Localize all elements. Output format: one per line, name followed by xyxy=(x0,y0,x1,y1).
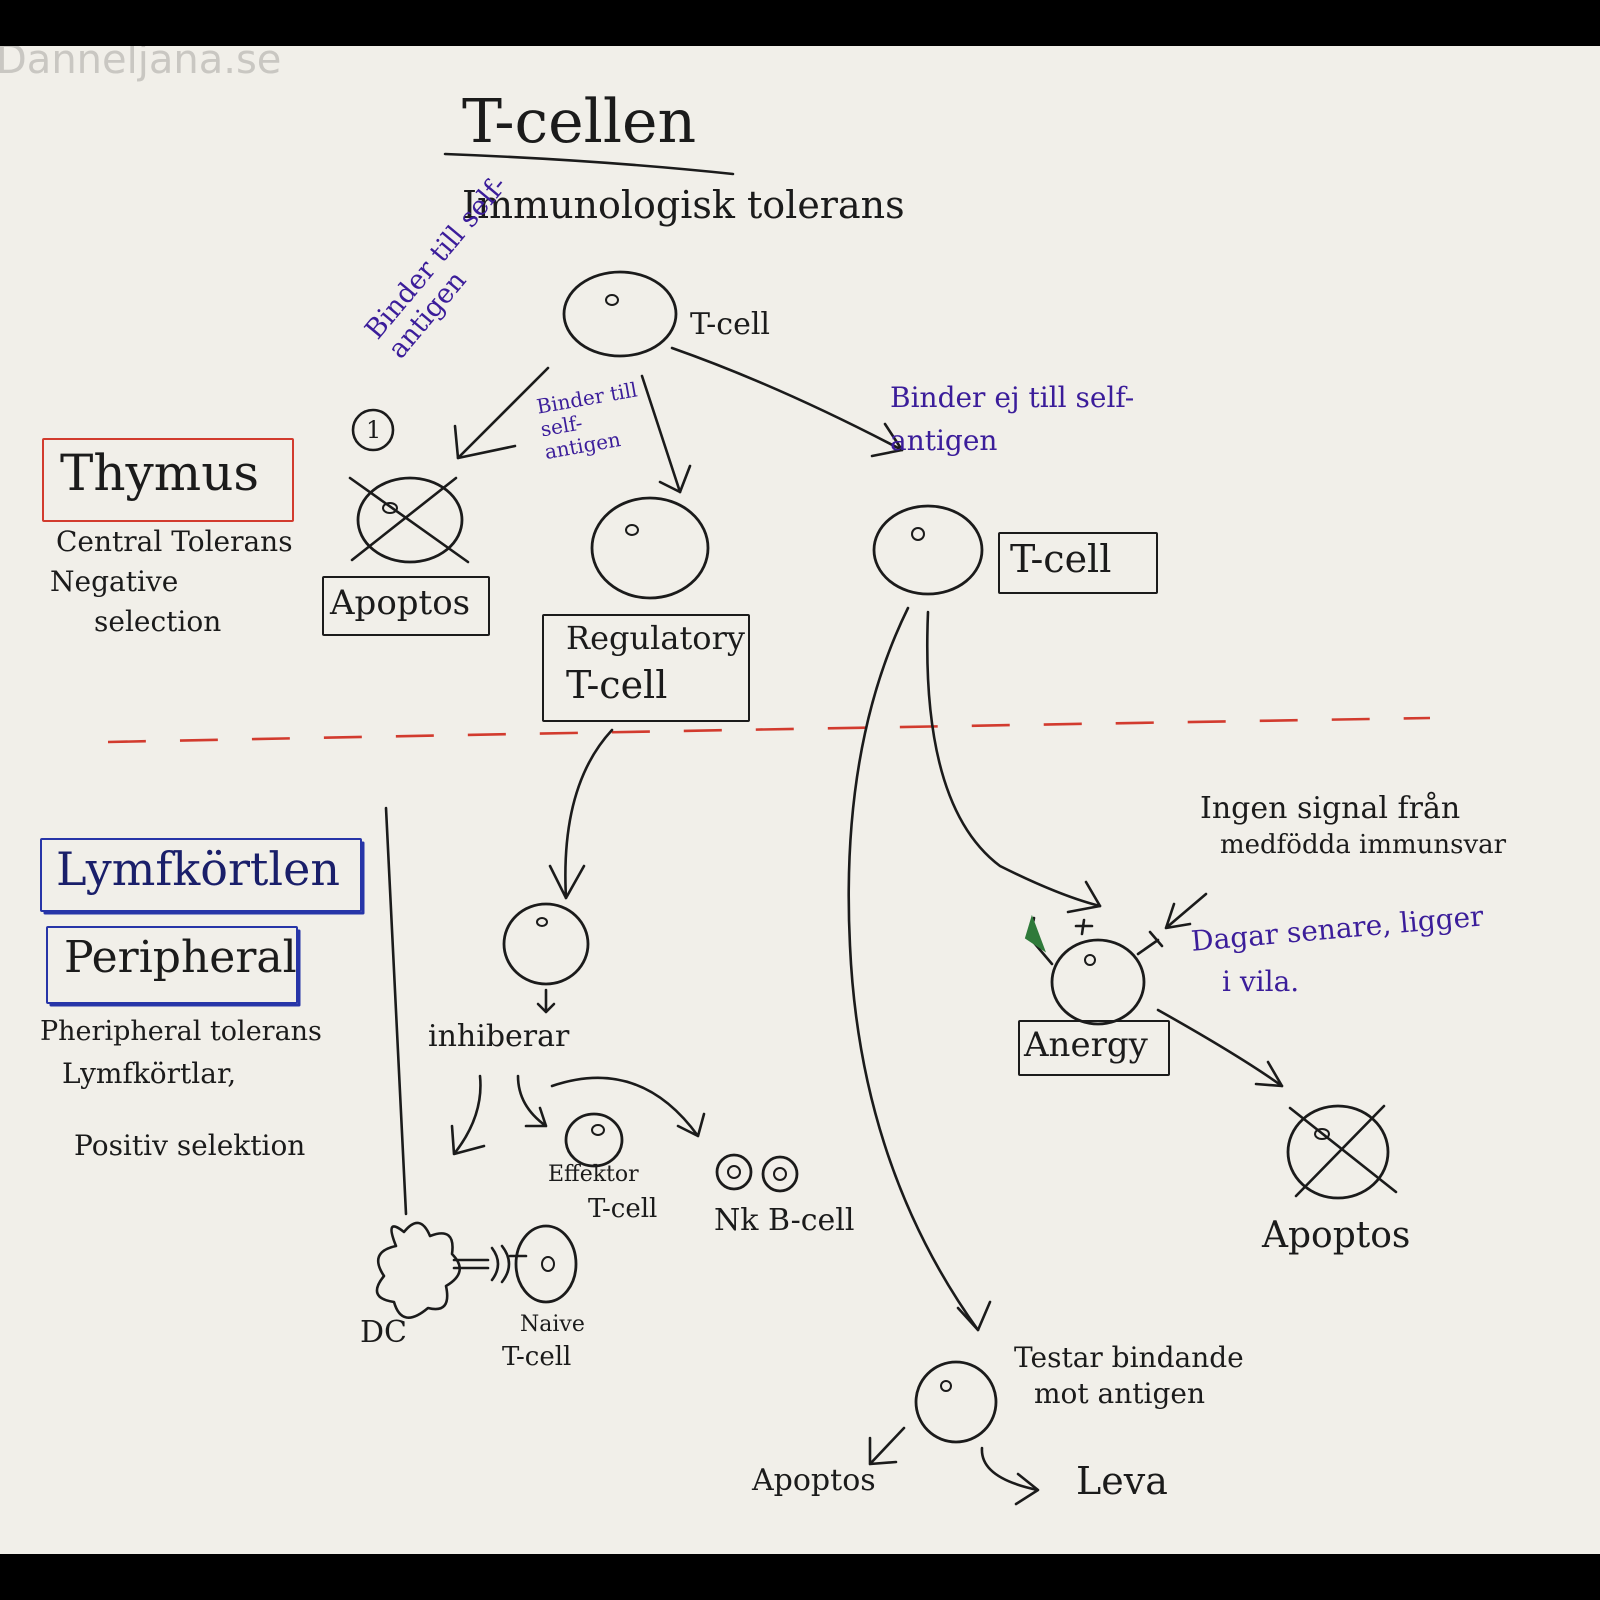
arrow-to-right-tcell xyxy=(670,346,904,458)
watermark: Danneljana.se xyxy=(0,46,282,83)
receptor-top xyxy=(1074,918,1094,936)
step-marker-circle xyxy=(351,408,395,452)
dashed-separator xyxy=(107,716,1431,744)
apoptos-box xyxy=(322,576,490,636)
step-marker: 1 xyxy=(366,416,382,444)
dc-binding xyxy=(452,1258,490,1270)
anergy-label: Anergy xyxy=(1024,1025,1148,1065)
thymus-note-1: Central Tolerans xyxy=(56,525,293,558)
peripheral-label: Peripheral xyxy=(64,932,297,983)
arrow-anergy-to-apoptos xyxy=(1156,1008,1284,1088)
whiteboard-paper: Danneljana.se T-cellen Immunologisk tole… xyxy=(0,46,1600,1554)
title-underline xyxy=(443,152,735,176)
branch-label-right: Binder ej till self-antigen xyxy=(890,381,1135,458)
testing-cell xyxy=(914,1360,998,1444)
arrow-to-testing-cell xyxy=(847,606,992,1332)
arrow-to-regulatory xyxy=(640,374,692,494)
regulatory-box xyxy=(542,614,750,722)
thymus-box xyxy=(42,438,294,522)
inhibitor-cell xyxy=(502,902,590,986)
thymus-note-2: Negative xyxy=(50,565,179,598)
b-cell xyxy=(761,1155,799,1193)
regulatory-box-line1: Regulatory xyxy=(566,619,745,657)
apoptos-right-label: Apoptos xyxy=(1262,1215,1411,1256)
test-note-2: mot antigen xyxy=(1034,1377,1206,1410)
bottom-apoptos-label: Apoptos xyxy=(752,1463,876,1498)
apoptos-cell xyxy=(356,476,464,564)
inhibit-arrow-right xyxy=(550,1076,706,1138)
nk-b-cell-label: Nk B-cell xyxy=(714,1203,855,1238)
diagram-drawing xyxy=(107,152,1431,1506)
arrow-to-leva xyxy=(980,1446,1040,1506)
regulatory-t-cell xyxy=(590,496,710,600)
top-t-cell xyxy=(562,270,678,358)
right-t-cell-box-label: T-cell xyxy=(1010,537,1112,581)
inhibit-arrow-left xyxy=(450,1074,486,1156)
lymph-node-label: Lymfkörtlen xyxy=(56,842,340,896)
page-title: T-cellen xyxy=(462,87,697,157)
inhibit-label: inhiberar xyxy=(428,1019,570,1054)
subtitle: Immunologisk tolerans xyxy=(462,183,905,227)
lymph-note-1: Pheripheral tolerans xyxy=(40,1016,322,1047)
lymph-note-3: Positiv selektion xyxy=(74,1129,306,1162)
arrow-to-anergy-cell xyxy=(926,610,1102,914)
green-receptor xyxy=(1024,914,1047,953)
naive-label-1: Naive xyxy=(520,1312,585,1337)
arrow-to-inhibit-label xyxy=(536,988,556,1014)
lymph-node-box xyxy=(40,838,362,912)
effector-label-2: T-cell xyxy=(588,1194,658,1224)
cross-mark xyxy=(348,476,470,564)
arrow-no-signal xyxy=(1164,892,1208,930)
effector-label-1: Effektor xyxy=(548,1162,639,1187)
top-t-cell-nucleus xyxy=(605,294,619,306)
arrow-to-apoptos xyxy=(453,366,550,460)
thymus-label: Thymus xyxy=(60,444,260,502)
anergy-cell xyxy=(1050,938,1146,1026)
no-signal-note-1: Ingen signal från xyxy=(1200,791,1461,826)
naive-t-cell xyxy=(514,1224,578,1304)
dc-label: DC xyxy=(360,1315,408,1350)
later-note-2: i vila. xyxy=(1222,965,1300,998)
bottom-leva-label: Leva xyxy=(1076,1459,1168,1503)
apoptos-cell-right xyxy=(1286,1104,1390,1200)
right-t-cell xyxy=(872,504,984,596)
lymph-vertical-line xyxy=(384,806,408,1216)
test-note-1: Testar bindande xyxy=(1014,1341,1244,1374)
nk-cell xyxy=(715,1153,753,1191)
anergy-box xyxy=(1018,1020,1170,1076)
lymph-note-2: Lymfkörtlar, xyxy=(62,1057,237,1090)
naive-label-2: T-cell xyxy=(502,1342,572,1372)
regulatory-box-line2: T-cell xyxy=(566,663,668,707)
top-t-cell-label: T-cell xyxy=(690,307,771,342)
arrow-regulatory-to-inhibitor xyxy=(548,728,614,900)
inhibit-arrow-middle xyxy=(516,1074,548,1128)
receptor-right xyxy=(1136,930,1164,956)
apoptos-box-label: Apoptos xyxy=(330,583,471,623)
dendritic-cell xyxy=(375,1221,461,1319)
peripheral-box xyxy=(46,926,298,1004)
right-t-cell-box xyxy=(998,532,1158,594)
no-signal-note-2: medfödda immunsvar xyxy=(1220,830,1507,860)
effector-t-cell xyxy=(564,1112,624,1168)
thymus-note-3: selection xyxy=(94,605,222,638)
arrow-to-apoptos-bottom xyxy=(868,1426,906,1466)
